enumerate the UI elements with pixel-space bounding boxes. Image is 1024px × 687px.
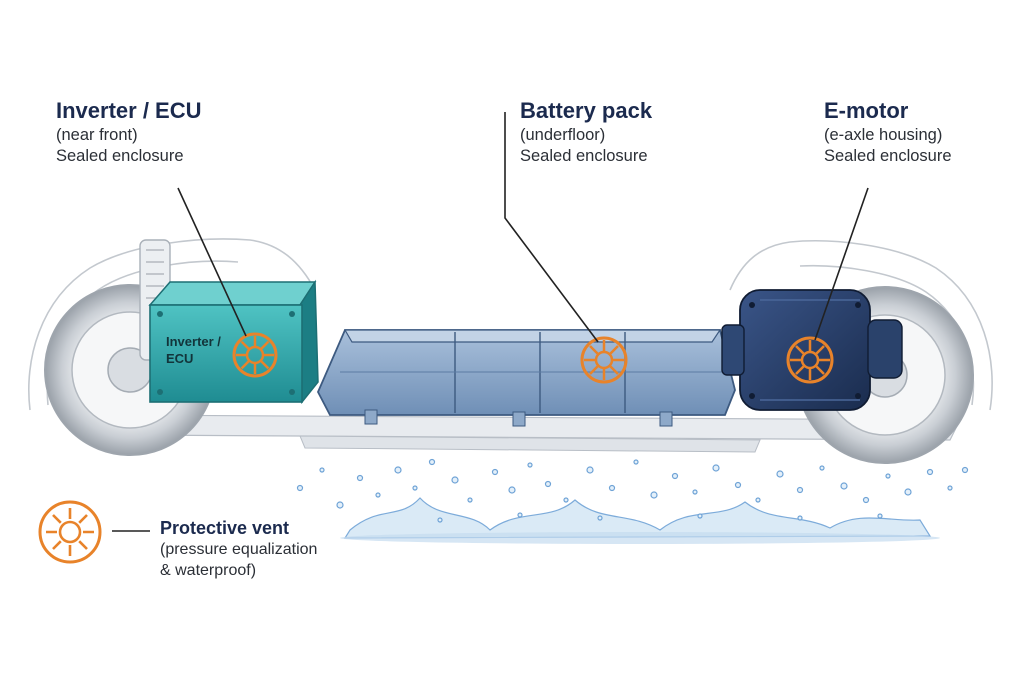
water-splash — [340, 497, 940, 544]
water-droplet — [840, 482, 848, 490]
water-droplet — [428, 458, 436, 466]
callout-battery-line2: Sealed enclosure — [520, 147, 648, 166]
water-droplet — [375, 492, 381, 498]
legend-vent-sun-icon — [38, 500, 102, 564]
water-droplet — [796, 486, 804, 494]
legend-line2: & waterproof) — [160, 561, 257, 579]
water-droplet — [926, 468, 934, 476]
water-droplet — [776, 470, 784, 478]
water-droplet — [608, 484, 616, 492]
water-droplet — [797, 515, 803, 521]
water-droplet — [467, 497, 473, 503]
water-droplet — [904, 488, 912, 496]
leader-line-inverter — [177, 187, 247, 337]
vent-icon-battery — [580, 336, 628, 384]
battery-pack — [317, 329, 736, 427]
water-droplet — [633, 459, 639, 465]
callout-inverter-line2: Sealed enclosure — [56, 147, 184, 166]
vent-icon-inverter — [232, 332, 278, 378]
callout-motor-line1: (e-axle housing) — [824, 126, 943, 145]
inverter-box-label-line1: Inverter / — [166, 334, 221, 349]
leader-line-battery — [504, 112, 599, 343]
water-droplet — [586, 466, 594, 474]
e-motor — [721, 289, 903, 411]
water-droplet — [437, 517, 443, 523]
water-droplet — [961, 466, 969, 474]
water-droplet — [819, 465, 825, 471]
callout-battery-line1: (underfloor) — [520, 126, 606, 145]
water-droplet — [394, 466, 402, 474]
callout-inverter: Inverter / ECU (near front) Sealed enclo… — [56, 97, 202, 167]
water-droplet — [671, 472, 679, 480]
water-droplet — [692, 489, 698, 495]
water-droplet — [319, 467, 325, 473]
water-droplet — [885, 473, 891, 479]
water-droplet — [650, 491, 658, 499]
inverter-box-label: Inverter / ECU — [166, 334, 221, 368]
water-droplet — [563, 497, 569, 503]
legend-title: Protective vent — [160, 518, 290, 538]
water-droplet — [527, 462, 533, 468]
water-droplet — [755, 497, 761, 503]
callout-battery: Battery pack (underfloor) Sealed enclosu… — [520, 97, 652, 167]
water-droplet — [947, 485, 953, 491]
water-droplet — [491, 468, 499, 476]
callout-inverter-title: Inverter / ECU — [56, 98, 202, 123]
legend: Protective vent (pressure equalization &… — [160, 517, 317, 581]
water-droplet — [862, 496, 870, 504]
water-droplet — [451, 476, 459, 484]
water-droplet — [712, 464, 720, 472]
water-droplet — [877, 513, 883, 519]
water-droplet — [412, 485, 418, 491]
water-droplet — [508, 486, 516, 494]
leader-lines — [112, 112, 869, 532]
callout-motor-line2: Sealed enclosure — [824, 147, 952, 166]
legend-line1: (pressure equalization — [160, 541, 318, 559]
callout-battery-title: Battery pack — [520, 98, 653, 123]
water-droplet — [597, 515, 603, 521]
water-droplets — [296, 458, 969, 523]
water-droplet — [544, 480, 552, 488]
leader-line-motor — [814, 187, 869, 341]
water-droplet — [697, 513, 703, 519]
callout-inverter-line1: (near front) — [56, 126, 138, 145]
inverter-box-label-line2: ECU — [166, 350, 194, 366]
water-droplet — [336, 501, 344, 509]
chassis-frame — [119, 414, 961, 453]
callout-motor: E-motor (e-axle housing) Sealed enclosur… — [824, 97, 952, 167]
water-droplet — [517, 512, 523, 518]
inverter-ecu-box — [148, 279, 319, 405]
callout-motor-title: E-motor — [824, 98, 909, 123]
water-droplet — [356, 474, 364, 482]
water-droplet — [296, 484, 304, 492]
vent-icon-motor — [786, 336, 834, 384]
water-droplet — [734, 481, 742, 489]
